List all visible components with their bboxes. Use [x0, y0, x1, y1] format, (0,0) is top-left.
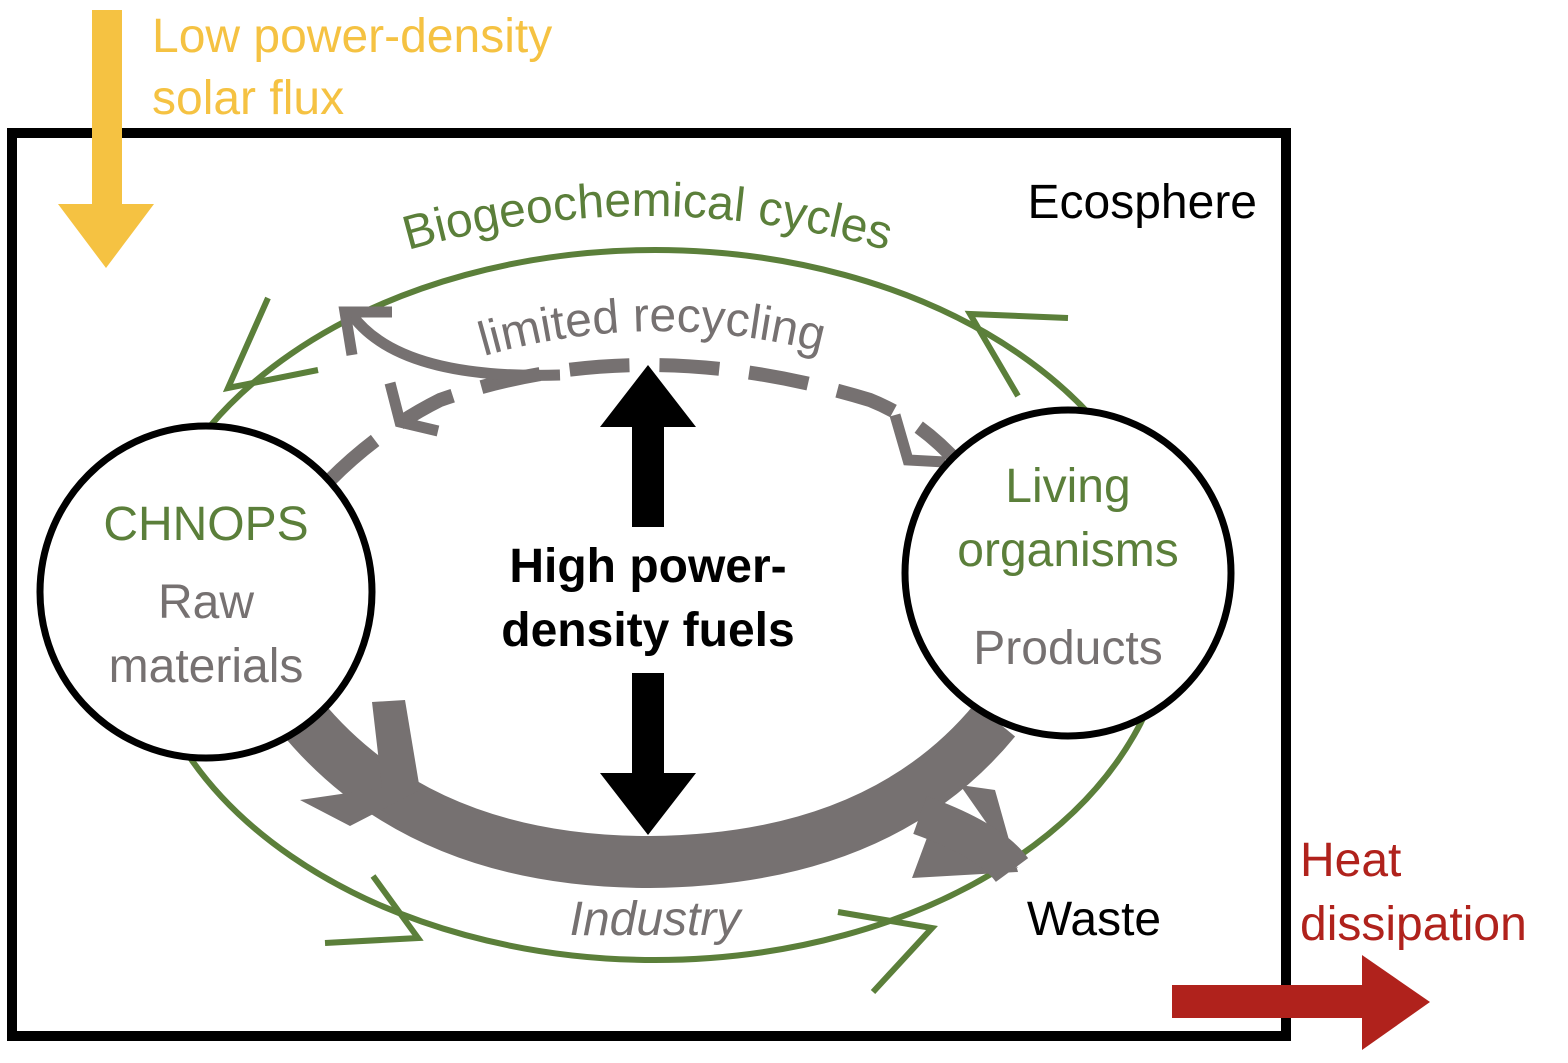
ecosphere-box: [7, 128, 1291, 1041]
limited-recycling-label: limited recycling: [472, 289, 830, 367]
fuels-double-arrow[interactable]: [600, 365, 696, 835]
waste-label: Waste: [1027, 893, 1161, 946]
living-organisms-label-line1: Living: [1005, 460, 1130, 513]
solar-flux-arrow: [58, 10, 154, 268]
heat-dissipation-arrow: [1172, 955, 1430, 1050]
industry-flow-arrow: [279, 698, 1029, 889]
fuels-label-line1: High power-: [509, 540, 786, 593]
chnops-label: CHNOPS: [103, 498, 308, 551]
fuels-label-line2: density fuels: [501, 604, 794, 657]
solar-flux-label-line2: solar flux: [152, 72, 344, 125]
heat-label-line2: dissipation: [1300, 898, 1527, 951]
heat-label-line1: Heat: [1300, 834, 1401, 887]
living-organisms-label-line2: organisms: [957, 524, 1178, 577]
raw-materials-label-line2: materials: [109, 640, 304, 693]
dashed-loop-arrowheads: [384, 381, 946, 468]
raw-materials-label-line1: Raw: [158, 576, 254, 629]
products-label: Products: [973, 622, 1162, 675]
living-organisms-circle[interactable]: [901, 406, 1235, 740]
industry-label: Industry: [570, 893, 744, 946]
raw-materials-circle[interactable]: [36, 422, 376, 762]
ecosphere-label: Ecosphere: [1028, 176, 1257, 229]
solar-flux-label-line1: Low power-density: [152, 10, 552, 63]
limited-recycling-arrow: [338, 306, 561, 381]
green-cycle-arrowheads: [222, 296, 1069, 995]
